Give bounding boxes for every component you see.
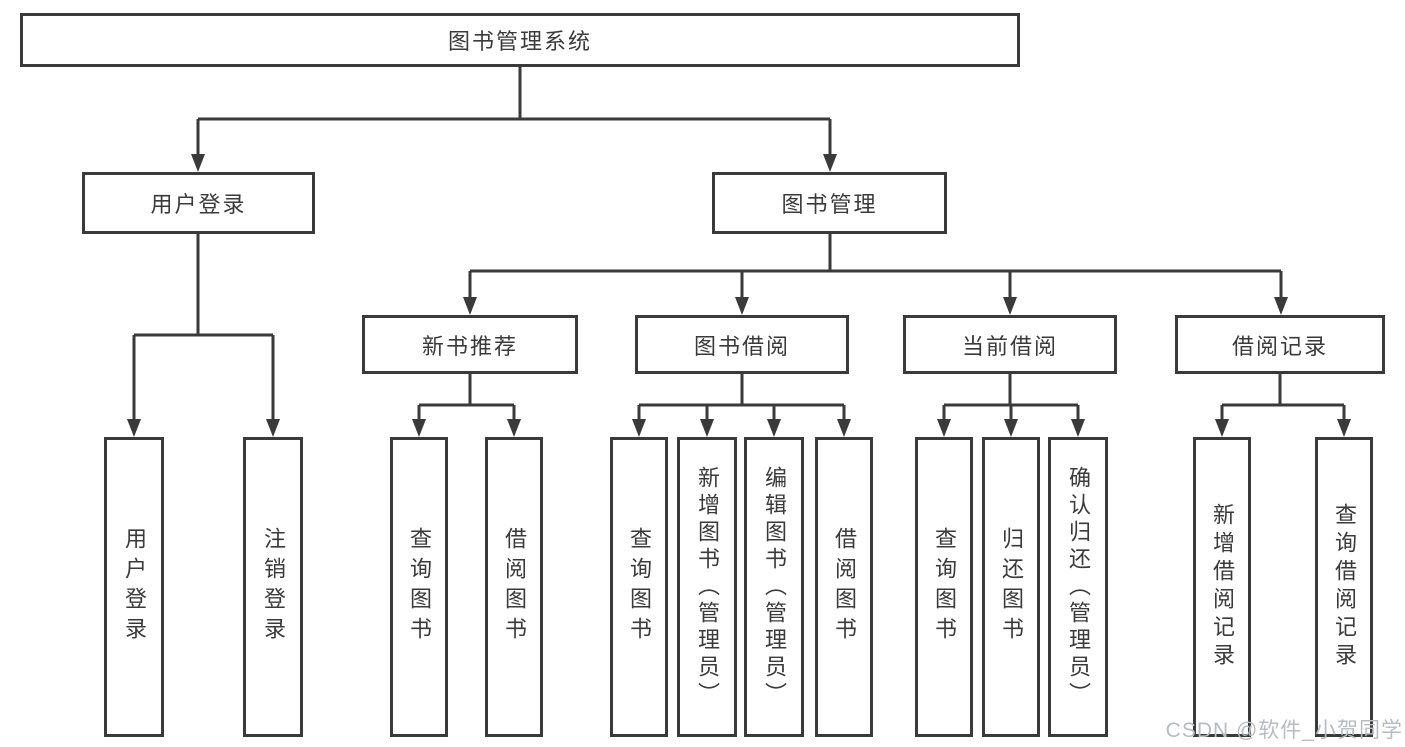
node-borrow-records: 借阅记录	[1175, 315, 1385, 374]
leaf-user-login: 用户登录	[104, 437, 164, 737]
csdn-watermark: CSDN @软件_小贺同学	[1165, 719, 1403, 742]
leaf-borrow-borrow: 借阅图书	[815, 437, 873, 737]
leaf-borrow-add-admin: 新增图书（管理员）	[677, 437, 737, 737]
leaf-logout: 注销登录	[243, 437, 303, 737]
leaf-newbooks-query: 查询图书	[390, 437, 448, 737]
leaf-current-confirm-admin: 确认归还（管理员）	[1048, 437, 1108, 737]
leaf-borrow-edit-admin: 编辑图书（管理员）	[744, 437, 804, 737]
leaf-borrow-query: 查询图书	[610, 437, 668, 737]
node-new-book-recommend: 新书推荐	[362, 315, 578, 374]
node-book-borrow: 图书借阅	[635, 315, 849, 374]
node-current-borrow: 当前借阅	[903, 315, 1117, 374]
leaf-records-query: 查询借阅记录	[1315, 437, 1373, 737]
leaf-current-return: 归还图书	[982, 437, 1040, 737]
node-user-login: 用户登录	[82, 172, 315, 234]
node-root: 图书管理系统	[20, 13, 1020, 67]
leaf-current-query: 查询图书	[915, 437, 973, 737]
leaf-records-add: 新增借阅记录	[1193, 437, 1251, 737]
leaf-newbooks-borrow: 借阅图书	[485, 437, 543, 737]
node-book-management: 图书管理	[712, 172, 947, 234]
